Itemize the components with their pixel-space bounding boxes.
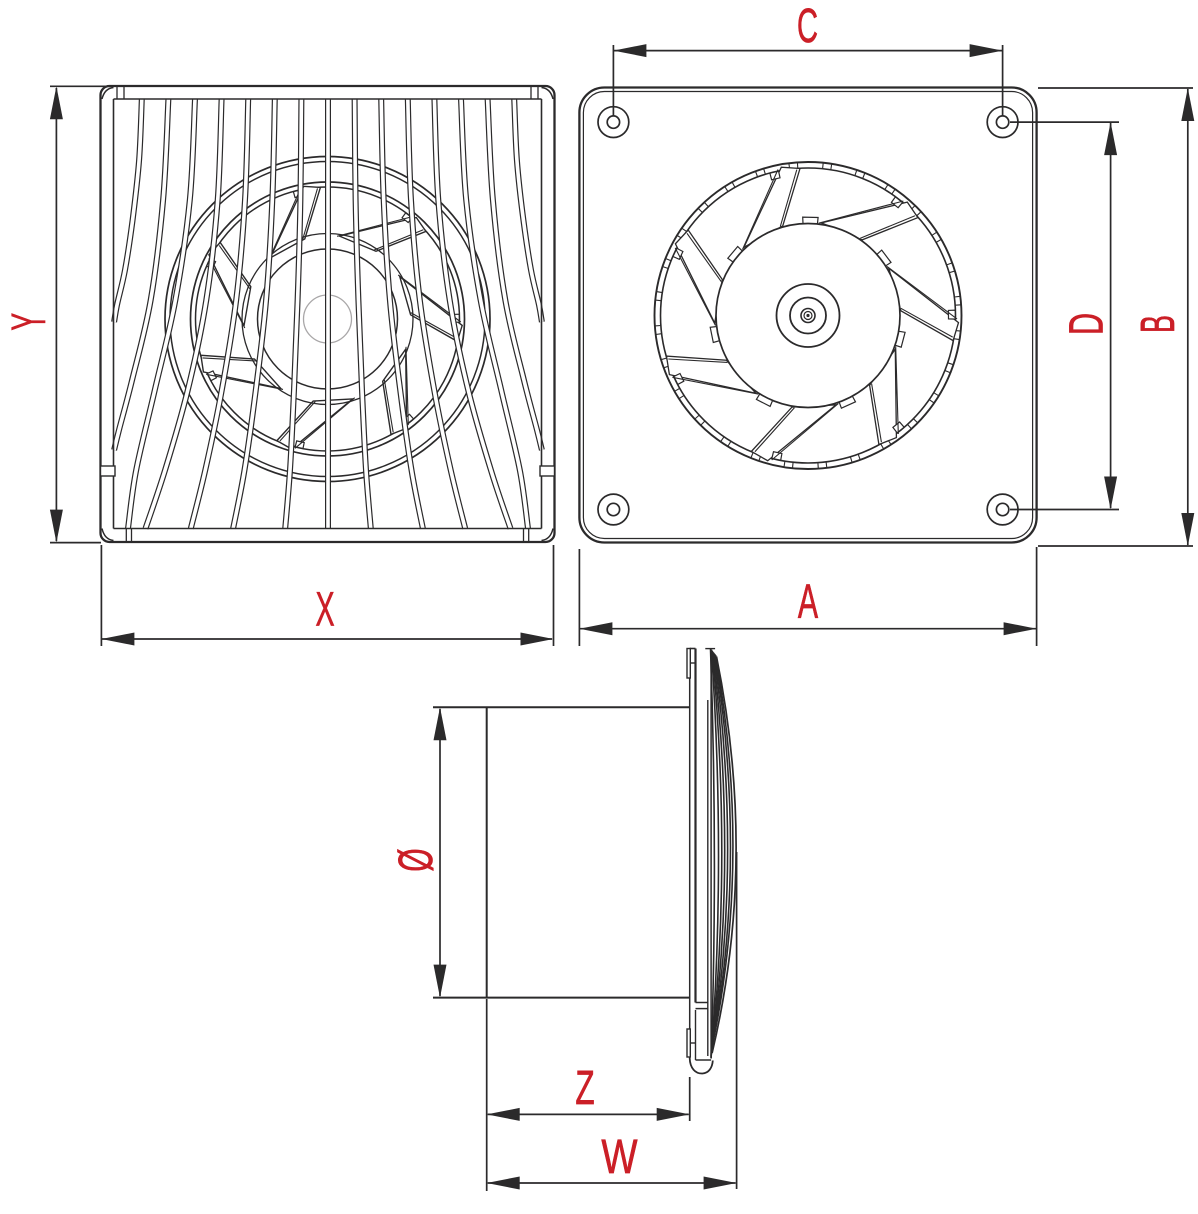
svg-text:Z: Z (575, 1060, 594, 1115)
svg-text:C: C (797, 0, 818, 53)
svg-text:Ø: Ø (388, 848, 443, 871)
svg-text:A: A (798, 573, 818, 628)
svg-text:X: X (315, 583, 334, 637)
svg-text:B: B (1132, 315, 1185, 333)
svg-text:D: D (1058, 313, 1113, 335)
svg-text:Y: Y (3, 313, 56, 331)
svg-text:W: W (601, 1130, 638, 1184)
